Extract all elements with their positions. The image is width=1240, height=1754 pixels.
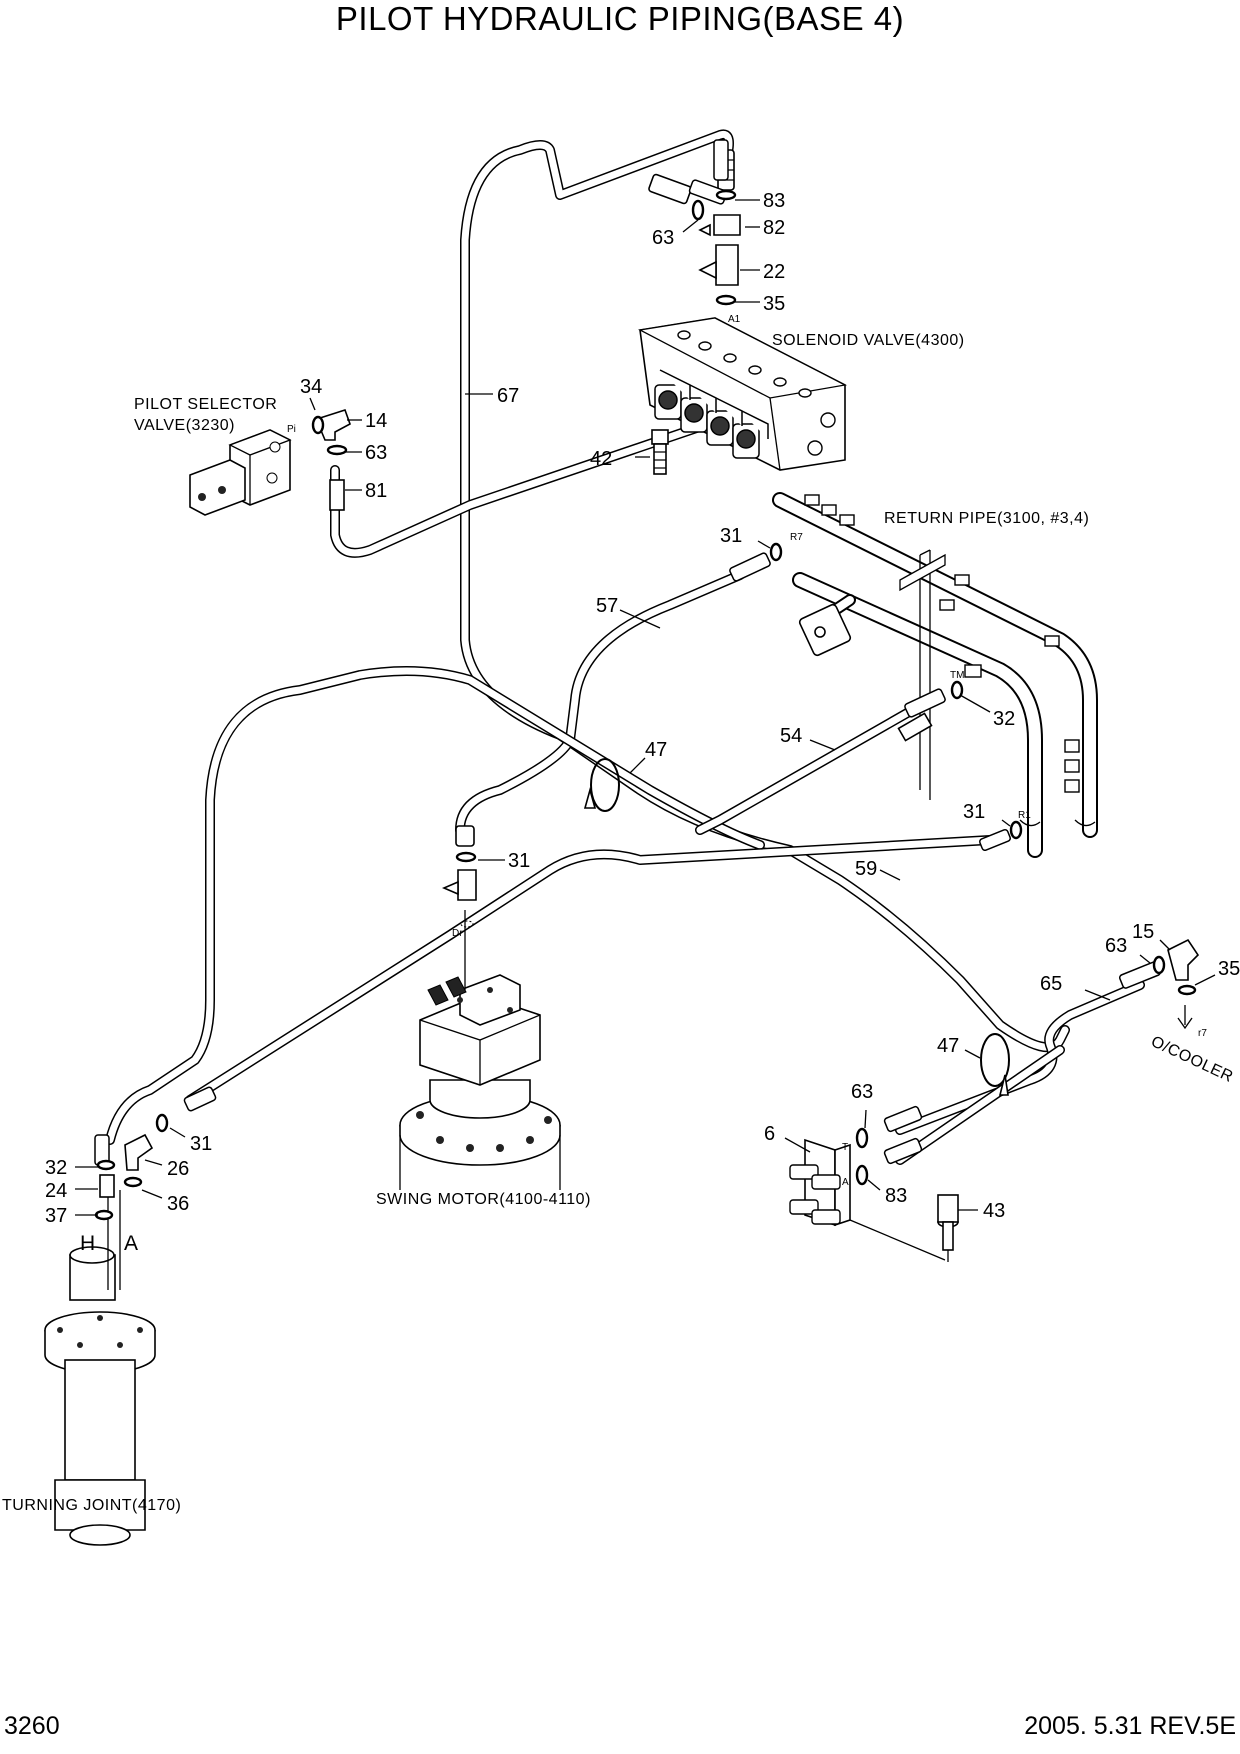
callout-81: 81 xyxy=(365,480,387,502)
callout-36: 36 xyxy=(167,1193,189,1215)
callout-14: 14 xyxy=(365,410,387,432)
port-t: T xyxy=(842,1142,848,1153)
oil-cooler-label: O/COOLER xyxy=(1148,1033,1235,1086)
callout-82: 82 xyxy=(763,217,785,239)
o-rings xyxy=(94,189,1197,1221)
swing-motor: Dr xyxy=(399,910,561,1190)
page-title: PILOT HYDRAULIC PIPING(BASE 4) xyxy=(335,0,905,37)
callout-43: 43 xyxy=(983,1200,1005,1222)
callout-35: 35 xyxy=(1218,958,1240,980)
joint-port-h: H xyxy=(80,1232,95,1255)
callout-31: 31 xyxy=(720,525,742,547)
port-a1: A1 xyxy=(728,314,741,325)
callout-15: 15 xyxy=(1132,921,1154,943)
bolt-43 xyxy=(937,1194,959,1262)
pilot-selector-valve: Pi xyxy=(189,424,296,516)
callout-63: 63 xyxy=(652,227,674,249)
pipe-81 xyxy=(330,415,725,558)
callout-31: 31 xyxy=(190,1133,212,1155)
callout-31: 31 xyxy=(508,850,530,872)
turning-joint-label: TURNING JOINT(4170) xyxy=(2,1497,181,1514)
callout-47: 47 xyxy=(645,739,667,761)
callout-67: 67 xyxy=(497,385,519,407)
port-r7: R7 xyxy=(790,532,803,543)
fitting-dr xyxy=(441,825,477,901)
leader-lines xyxy=(75,199,1216,1216)
callout-47: 47 xyxy=(937,1035,959,1057)
bracket-6: T A xyxy=(789,1138,946,1261)
callout-32: 32 xyxy=(45,1157,67,1179)
callout-59: 59 xyxy=(855,858,877,880)
turning-joint xyxy=(44,1190,156,1546)
callout-34: 34 xyxy=(300,376,322,398)
pipe-big-loop xyxy=(105,666,765,1145)
pilot-selector-label-2: VALVE(3230) xyxy=(134,417,235,434)
callout-83: 83 xyxy=(763,190,785,212)
solenoid-valve-label: SOLENOID VALVE(4300) xyxy=(772,332,965,349)
revision-date: 2005. 5.31 REV.5E xyxy=(1024,1712,1236,1740)
return-pipe xyxy=(772,492,1098,858)
callout-37: 37 xyxy=(45,1205,67,1227)
callout-63: 63 xyxy=(365,442,387,464)
port-pi: Pi xyxy=(287,424,296,435)
callout-35: 35 xyxy=(763,293,785,315)
callout-22: 22 xyxy=(763,261,785,283)
callout-57: 57 xyxy=(596,595,618,617)
fittings-24-26 xyxy=(99,1133,154,1198)
port-r7-cooler: r7 xyxy=(1198,1028,1207,1039)
callout-83: 83 xyxy=(885,1185,907,1207)
callout-63: 63 xyxy=(851,1081,873,1103)
solenoid-coils xyxy=(654,369,769,459)
swing-motor-label: SWING MOTOR(4100-4110) xyxy=(376,1191,591,1208)
clamps-47 xyxy=(583,758,1010,1096)
callout-numbers: 83 63 82 22 35 34 14 63 81 67 42 31 57 3… xyxy=(45,190,1240,1227)
callout-63: 63 xyxy=(1105,935,1127,957)
page-number: 3260 xyxy=(4,1712,60,1740)
hose-ends xyxy=(94,139,1162,1166)
joint-port-a: A xyxy=(124,1232,138,1255)
port-dr: Dr xyxy=(452,928,463,939)
callout-6: 6 xyxy=(764,1123,775,1145)
callout-42: 42 xyxy=(590,448,612,470)
callout-26: 26 xyxy=(167,1158,189,1180)
callout-24: 24 xyxy=(45,1180,67,1202)
bolt-42 xyxy=(651,429,669,475)
pilot-selector-label-1: PILOT SELECTOR xyxy=(134,396,277,413)
callout-65: 65 xyxy=(1040,973,1062,995)
pipe-54 xyxy=(695,695,935,835)
callout-32: 32 xyxy=(993,708,1015,730)
callout-31: 31 xyxy=(963,801,985,823)
return-pipe-fittings xyxy=(804,494,1080,793)
pipe-59 xyxy=(185,835,995,1105)
return-pipe-label: RETURN PIPE(3100, #3,4) xyxy=(884,510,1089,527)
pipe-57 xyxy=(455,570,745,835)
port-a: A xyxy=(842,1177,849,1188)
port-r1: R1 xyxy=(1018,810,1031,821)
solenoid-valve: A1 xyxy=(637,314,848,471)
elbow-14 xyxy=(319,409,351,511)
port-tm: TM xyxy=(950,670,964,681)
pipe-65 xyxy=(895,980,1145,1165)
callout-54: 54 xyxy=(780,725,802,747)
